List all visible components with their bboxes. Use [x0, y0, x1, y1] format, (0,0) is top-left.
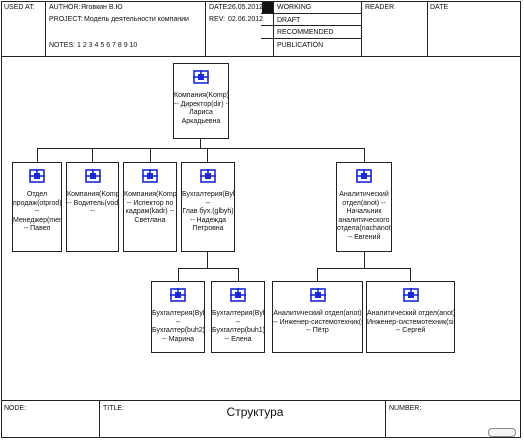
node-text: -- Испектор по — [126, 199, 174, 207]
node-text: аналитического — [338, 216, 390, 224]
node-chief-accountant[interactable]: Бухгалтерия(Byh) -- Глав бух.(glbyh) -- … — [181, 162, 235, 252]
node-text: Аналитический отдел(anot) — [273, 310, 362, 317]
header-divider — [205, 1, 206, 56]
header-block — [1, 1, 521, 57]
node-engineer-petr[interactable]: Аналитический отдел(anot) -- Инженер-сис… — [272, 281, 363, 353]
node-text: Бухгалтерия(Byh) — [152, 310, 205, 317]
node-text: -- Марина — [162, 335, 194, 343]
date-value: 26.05.2012 — [228, 4, 264, 11]
header-row-line — [261, 13, 361, 14]
node-text: Бухгалтер(buh2) — [152, 327, 205, 334]
number-label: NUMBER: — [389, 405, 422, 412]
role-icon — [402, 288, 419, 302]
node-engineer-sergey[interactable]: Аналитический отдел(anot) -- Инженер-сис… — [366, 281, 455, 353]
reader-label: READER — [365, 4, 395, 11]
rev-value: 02.06.2012 — [228, 16, 264, 23]
node-hr-inspector[interactable]: Компания(Komp) -- Испектор по кадрам(kad… — [123, 162, 177, 252]
header-divider — [361, 1, 362, 56]
node-text: Компания(Komp) — [67, 191, 119, 198]
node-text: -- Надежда — [189, 216, 227, 224]
date-label: DATE: — [209, 4, 230, 11]
role-icon — [309, 288, 326, 302]
node-text: Менеджер(men) — [13, 216, 62, 224]
role-icon — [142, 169, 158, 183]
node-text: -- — [34, 208, 40, 215]
node-text: Бухгалтер(buh1) — [212, 327, 265, 334]
node-text: -- Сергей — [395, 327, 426, 334]
notes-list: 1 2 3 4 5 6 7 8 9 10 — [77, 42, 138, 49]
node-driver[interactable]: Компания(Komp) -- Водитель(vod) -- — [66, 162, 119, 252]
node-text: Глав бух.(glbyh) — [182, 208, 234, 215]
node-text: Лариса — [189, 109, 213, 116]
node-text: -- — [205, 199, 211, 207]
role-icon — [84, 169, 101, 183]
header-row-line — [261, 25, 361, 26]
node-text: отдел(anot) -- — [342, 199, 386, 207]
status-draft: DRAFT — [277, 17, 301, 24]
node-text: Аналитический отдел(anot) -- — [367, 310, 455, 317]
footer-block — [1, 400, 521, 438]
node-director[interactable]: Компания(Komp) -- Директор(dir) -- Ларис… — [173, 63, 229, 139]
used-at-label: USED AT: — [4, 4, 35, 11]
role-icon — [29, 169, 45, 183]
node-text: -- Елена — [224, 335, 252, 343]
working-checkbox-filled[interactable] — [262, 2, 273, 13]
author-value: Яговкин В.Ю — [81, 4, 123, 11]
role-icon — [193, 70, 209, 84]
node-text: Петровна — [192, 225, 224, 232]
project-label: PROJECT: — [49, 16, 83, 23]
node-accountant-elena[interactable]: Бухгалтерия(Byh) -- Бухгалтер(buh1) -- Е… — [211, 281, 265, 353]
status-recommended: RECOMMENDED — [277, 29, 334, 36]
node-text: -- — [175, 318, 181, 326]
project-value: Модель деятельности компании — [84, 16, 189, 23]
status-publication: PUBLICATION — [277, 42, 324, 49]
node-text: -- — [235, 318, 241, 326]
reader-date-label: DATE — [430, 4, 449, 11]
node-text: отдела(nachanot) — [337, 225, 392, 232]
node-text: -- — [90, 208, 95, 215]
node-text: Бухгалтерия(Byh) — [182, 191, 235, 198]
node-text: -- Павел — [23, 225, 51, 232]
role-icon — [230, 288, 246, 302]
node-text: кадрам(kadr) -- — [125, 208, 175, 215]
node-text: Светлана — [134, 216, 166, 224]
notes-label: NOTES: — [49, 42, 76, 49]
node-text: -- Директор(dir) -- — [174, 100, 229, 108]
node-text: Начальник — [346, 208, 382, 215]
footer-divider — [99, 401, 100, 438]
node-text: -- Инженер-системотехник(sis2) — [273, 318, 362, 326]
header-divider — [45, 1, 46, 56]
node-text: Бухгалтерия(Byh) — [212, 310, 265, 317]
footer-divider — [385, 401, 386, 438]
node-sales-manager[interactable]: Отдел продаж(otprod) -- Менеджер(men) --… — [12, 162, 62, 252]
node-text: Аналитический — [339, 191, 389, 198]
diagram-title: Структура — [226, 405, 284, 419]
node-text: -- Водитель(vod) — [67, 199, 119, 207]
author-label: AUTHOR: — [49, 4, 81, 11]
node-text: Компания(Komp) — [124, 191, 177, 198]
rev-label: REV: — [209, 16, 226, 23]
scroll-handle[interactable] — [488, 428, 516, 437]
header-divider — [273, 1, 274, 56]
role-icon — [356, 169, 372, 183]
node-accountant-marina[interactable]: Бухгалтерия(Byh) -- Бухгалтер(buh2) -- М… — [151, 281, 205, 353]
node-label: NODE: — [4, 405, 27, 412]
role-icon — [200, 169, 216, 183]
node-text: -- Евгений — [347, 233, 381, 241]
node-text: Отдел — [26, 191, 48, 198]
header-divider — [427, 1, 428, 56]
header-row-line — [261, 38, 361, 39]
node-text: Компания(Komp) — [174, 92, 229, 99]
node-analytics-head[interactable]: Аналитический отдел(anot) -- Начальник а… — [336, 162, 392, 252]
title-label: TITLE: — [103, 405, 125, 412]
status-working: WORKING — [277, 4, 312, 11]
node-text: продаж(otprod) — [13, 199, 62, 207]
role-icon — [170, 288, 186, 302]
node-text: -- Пётр — [306, 327, 329, 334]
node-text: Инженер-системотехник(sis1) — [367, 318, 455, 326]
node-text: Аркадьевна — [181, 117, 221, 125]
